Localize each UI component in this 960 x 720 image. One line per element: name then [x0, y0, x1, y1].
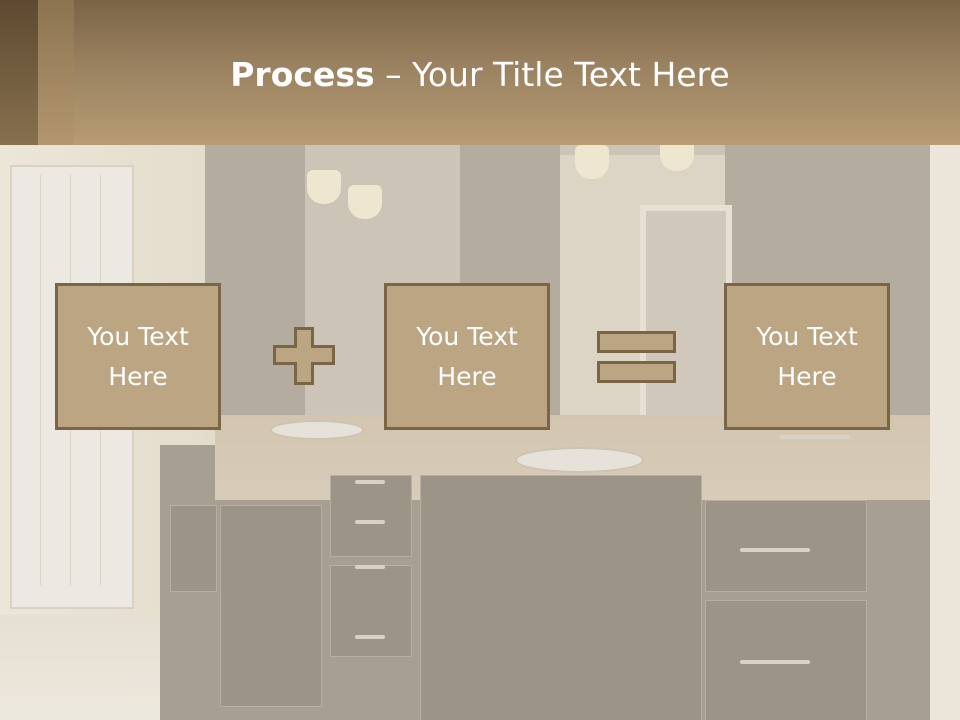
background-photo [0, 145, 960, 720]
box-1-line-2: Here [108, 361, 168, 391]
title-bar: Process – Your Title Text Here [0, 0, 960, 145]
box-2-line-2: Here [437, 361, 497, 391]
header-decor-light [38, 0, 74, 145]
box-3-line-2: Here [777, 361, 837, 391]
title-rest: – Your Title Text Here [374, 55, 730, 94]
box-1-line-1: You Text [87, 321, 189, 351]
box-3-line-1: You Text [756, 321, 858, 351]
box-2-line-1: You Text [416, 321, 518, 351]
title-bold: Process [230, 55, 375, 94]
slide-title[interactable]: Process – Your Title Text Here [0, 52, 960, 98]
header-decor-dark [0, 0, 38, 145]
